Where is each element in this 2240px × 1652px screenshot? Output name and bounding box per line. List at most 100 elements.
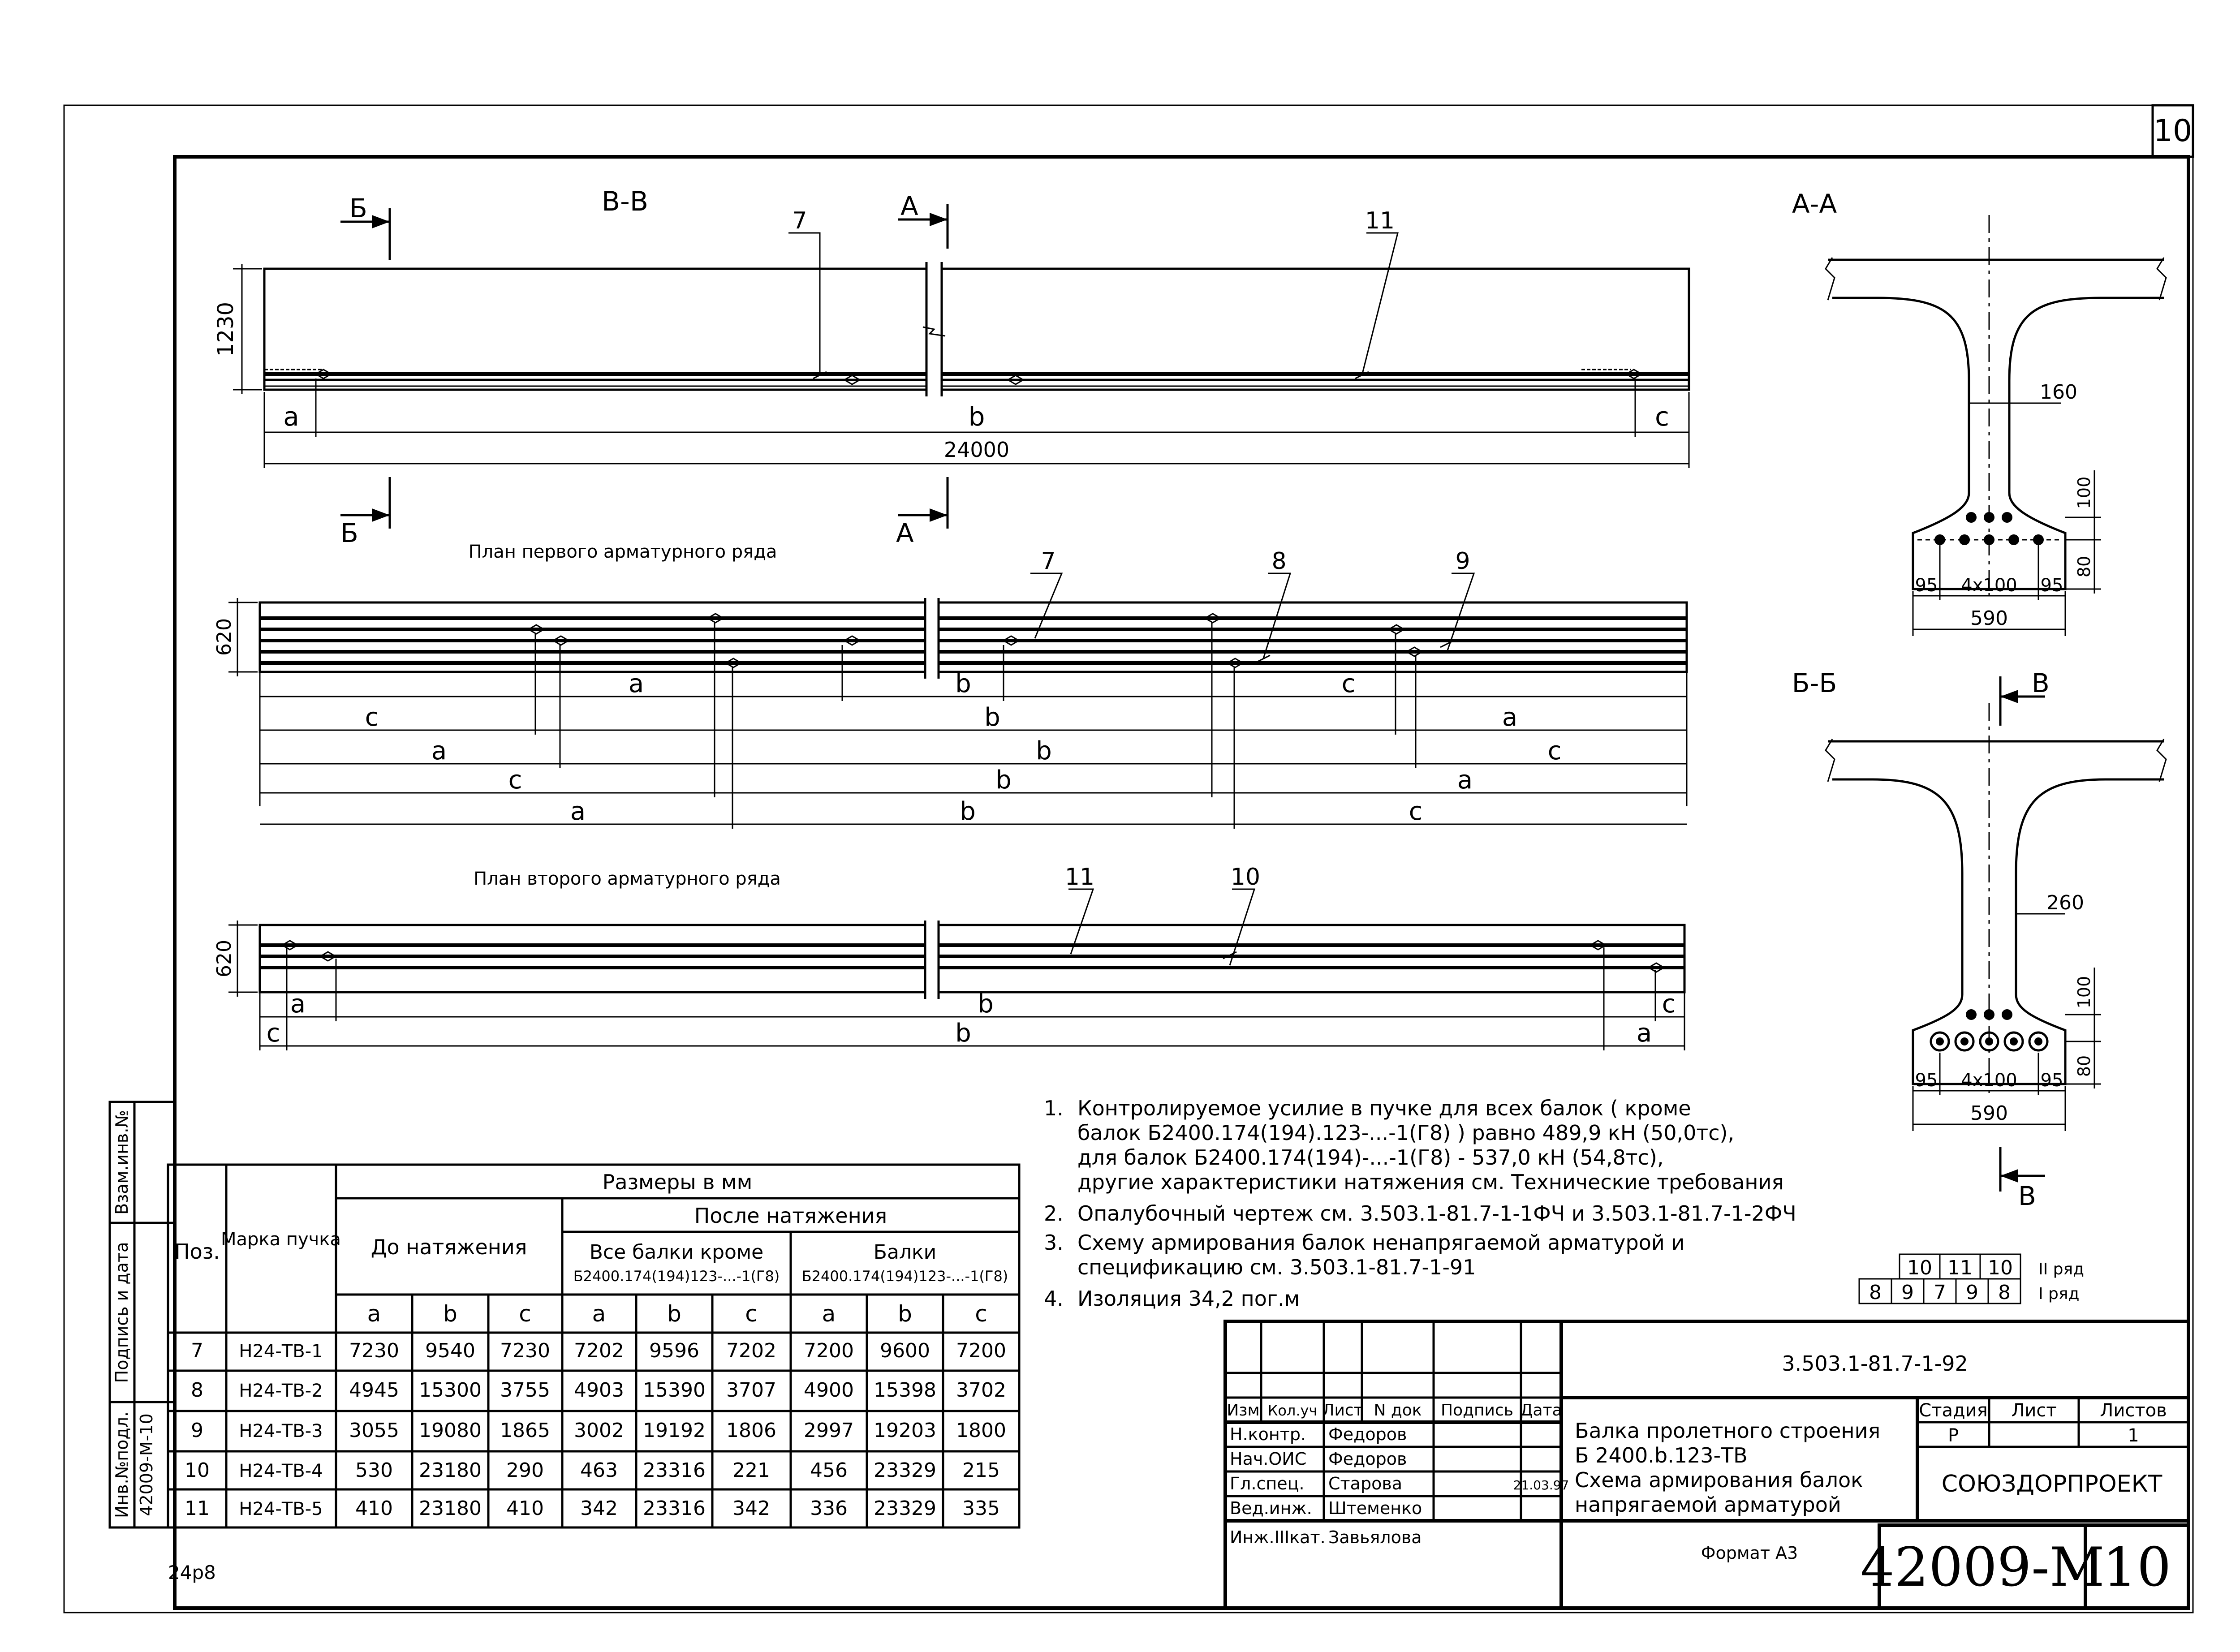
svg-text:7: 7: [1041, 548, 1055, 575]
corner-box: [2151, 104, 2194, 158]
svg-text:В: В: [2032, 668, 2050, 698]
svg-text:95: 95: [2041, 1070, 2063, 1091]
svg-text:100: 100: [2074, 477, 2094, 509]
svg-text:После натяжения: После натяжения: [694, 1204, 887, 1228]
callout-10-plan2: 10: [1223, 864, 1260, 966]
svg-text:a: a: [1457, 766, 1473, 795]
table-cell-value: 23180: [419, 1459, 482, 1482]
svg-text:В: В: [2018, 1181, 2036, 1211]
svg-text:Стадия: Стадия: [1919, 1400, 1987, 1421]
svg-text:a: a: [1502, 703, 1517, 732]
svg-text:9: 9: [1455, 548, 1470, 575]
svg-text:7: 7: [792, 207, 807, 234]
section-bb-label: Б-Б: [1792, 668, 1837, 698]
person-name: Федоров: [1328, 1449, 1407, 1469]
table-cell-value: 7200: [956, 1339, 1006, 1362]
svg-text:Б 2400.b.123-ТВ: Б 2400.b.123-ТВ: [1575, 1443, 1748, 1467]
archive-number: 42009-М: [1860, 1536, 2104, 1599]
svg-text:95: 95: [2041, 575, 2063, 596]
person-name: Штеменко: [1328, 1498, 1422, 1518]
svg-text:b: b: [443, 1301, 457, 1327]
table-cell-value: 3707: [726, 1379, 776, 1402]
svg-text:10: 10: [1907, 1256, 1932, 1279]
doc-title: Балка пролетного строения Б 2400.b.123-Т…: [1575, 1419, 1880, 1517]
table-cell-value: 336: [810, 1497, 848, 1520]
cut-letter-b: Б: [340, 518, 358, 548]
dim-height-plan2: 620: [213, 921, 258, 997]
table-cell-mark: Н24-ТВ-5: [239, 1499, 323, 1519]
note-line: для балок Б2400.174(194)-...-1(Г8) - 537…: [1077, 1145, 1663, 1170]
person-name: Завьялова: [1328, 1527, 1422, 1547]
svg-text:a: a: [592, 1301, 606, 1327]
table-cell-pos: 10: [185, 1459, 210, 1482]
svg-text:b: b: [978, 989, 994, 1019]
callout-7-plan1: 7: [1030, 548, 1063, 639]
callout-7-elev: 7: [788, 207, 827, 379]
table-cell-value: 1800: [956, 1419, 1006, 1442]
table-cell-value: 9600: [880, 1339, 930, 1362]
inner-frame: [173, 155, 2190, 1610]
svg-text:b: b: [1036, 736, 1052, 766]
svg-text:620: 620: [213, 618, 236, 656]
table-cell-value: 15390: [643, 1379, 706, 1402]
svg-text:Р: Р: [1948, 1425, 1959, 1446]
table-cell-value: 9596: [649, 1339, 699, 1362]
svg-text:a: a: [629, 669, 644, 698]
table-cell-mark: Н24-ТВ-3: [239, 1421, 323, 1441]
svg-text:c: c: [508, 766, 522, 795]
svg-text:Изм: Изм: [1227, 1401, 1259, 1420]
svg-text:Инв.№подл.: Инв.№подл.: [112, 1411, 132, 1518]
svg-text:a: a: [1637, 1019, 1652, 1048]
svg-text:c: c: [365, 703, 379, 732]
svg-text:c: c: [745, 1301, 758, 1327]
table-cell-mark: Н24-ТВ-4: [239, 1461, 323, 1481]
title-block: Изм Кол.уч Лист N док Подпись Дата Н.кон…: [1223, 1320, 2190, 1610]
section-aa-label: А-А: [1792, 189, 1837, 219]
svg-text:Балка пролетного строения: Балка пролетного строения: [1575, 1419, 1880, 1443]
note-num: 4.: [1044, 1286, 1064, 1311]
table-cell-value: 19080: [419, 1419, 482, 1442]
table-cell-value: 456: [810, 1459, 848, 1482]
beam-elevation: [263, 262, 1690, 396]
table-cell-value: 342: [580, 1497, 618, 1520]
svg-text:Поз.: Поз.: [174, 1239, 220, 1264]
table-cell-value: 3002: [574, 1419, 624, 1442]
callout-9-plan1: 9: [1440, 548, 1475, 652]
cut-mark-v-top: В: [1999, 668, 2050, 726]
callout-11-plan2: 11: [1065, 864, 1094, 955]
format-label: Формат А3: [1701, 1543, 1798, 1563]
svg-text:Балки: Балки: [874, 1241, 936, 1264]
outer-frame: [63, 104, 2194, 1613]
section-aa-drawing: 160 100 80 95 4x100 95 590: [1825, 215, 2167, 636]
table-cell-value: 4900: [804, 1379, 854, 1402]
svg-text:c: c: [1342, 669, 1356, 698]
svg-text:Схема армирования балок: Схема армирования балок: [1575, 1468, 1863, 1492]
table-cell-value: 7202: [726, 1339, 776, 1362]
svg-text:a: a: [822, 1301, 836, 1327]
cut-mark-a-bottom: А: [896, 477, 949, 548]
dim-height-plan1: 620: [213, 598, 258, 676]
svg-text:c: c: [519, 1301, 531, 1327]
svg-text:8: 8: [1998, 1281, 2011, 1304]
table-cell-value: 335: [962, 1497, 1000, 1520]
table-cell-value: 2997: [804, 1419, 854, 1442]
cut-mark-b-bottom: Б: [340, 477, 391, 548]
svg-text:Кол.уч: Кол.уч: [1268, 1402, 1318, 1419]
person-role: Н.контр.: [1230, 1424, 1306, 1444]
table-cell-value: 19203: [874, 1419, 936, 1442]
svg-text:a: a: [367, 1301, 381, 1327]
svg-text:4x100: 4x100: [1961, 1070, 2017, 1091]
plan1-dim-rows: a b c c b a a b c c b a a b c: [259, 623, 1688, 829]
svg-text:b: b: [984, 703, 1000, 732]
cut-mark-a-top: А: [898, 191, 949, 249]
table-cell-value: 342: [732, 1497, 770, 1520]
note-num: 3.: [1044, 1230, 1064, 1255]
svg-text:4x100: 4x100: [1961, 575, 2017, 596]
plan2-dim-rows: a b c c b a: [259, 947, 1685, 1050]
tension-table: Поз. Марка пучка Размеры в мм До натяжен…: [167, 1163, 1021, 1529]
svg-text:Лист: Лист: [2011, 1400, 2056, 1421]
svg-text:Марка пучка: Марка пучка: [221, 1229, 341, 1250]
svg-text:Листов: Листов: [2100, 1400, 2167, 1421]
table-cell-mark: Н24-ТВ-1: [239, 1341, 323, 1362]
